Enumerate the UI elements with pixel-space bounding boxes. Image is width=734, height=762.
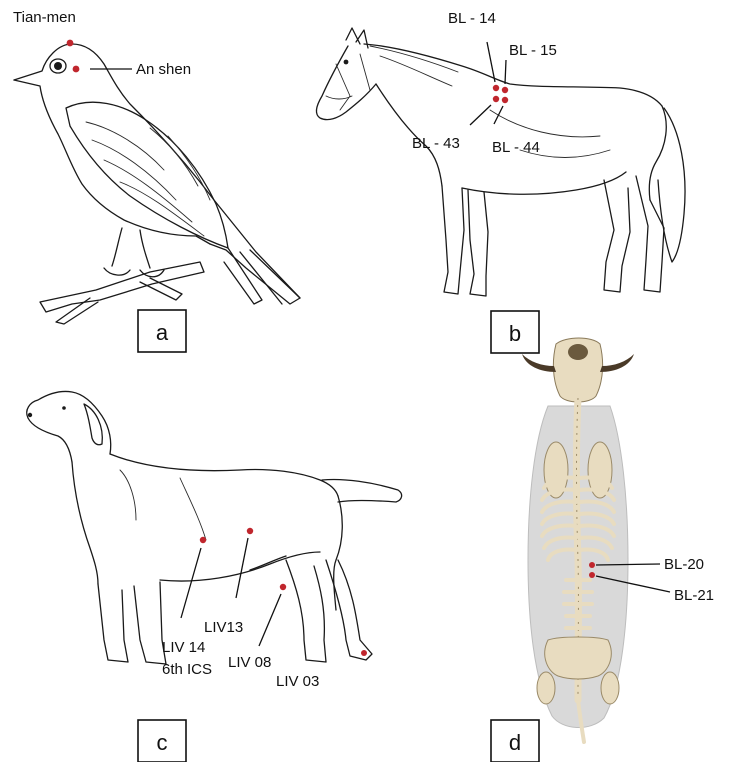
bird-drawing (14, 44, 300, 324)
horse-drawing (316, 28, 685, 296)
panel-d-label: d (509, 730, 521, 755)
panel-b-label-box: b (491, 311, 539, 353)
acupoint-bl-14: BL - 14 (448, 10, 499, 91)
panel-a: Tian-men An shen a (13, 9, 300, 352)
liv-08-leader (259, 594, 281, 646)
acupoint-tian-men: Tian-men (13, 9, 76, 46)
bl-20-point (589, 562, 595, 568)
liv-03-label: LIV 03 (276, 673, 319, 690)
bl-15-label: BL - 15 (509, 42, 557, 59)
liv-14-point (200, 537, 206, 543)
bl-14-label: BL - 14 (448, 10, 496, 27)
bl-15-leader (505, 60, 506, 84)
bl-43-point (493, 96, 499, 102)
liv13-point (247, 528, 253, 534)
liv-14-leader (181, 548, 201, 618)
panel-a-label-box: a (138, 310, 186, 352)
panel-c-label: c (157, 730, 168, 755)
bl-21-label: BL-21 (674, 587, 714, 604)
liv-08-point (280, 584, 286, 590)
bl-44-point (502, 97, 508, 103)
liv-08-label: LIV 08 (228, 654, 271, 671)
bl-43-leader (470, 105, 491, 125)
tian-men-label: Tian-men (13, 9, 76, 26)
acupoint-liv13: LIV13 (204, 528, 253, 636)
bl-15-point (502, 87, 508, 93)
panel-d-label-box: d (491, 720, 539, 762)
liv13-label: LIV13 (204, 619, 243, 636)
liv13-leader (236, 538, 248, 598)
bl-43-label: BL - 43 (412, 135, 460, 152)
acupoint-bl-44: BL - 44 (492, 97, 540, 156)
skeleton-drawing (522, 338, 634, 742)
liv-14-ics-label: 6th ICS (162, 661, 212, 678)
an-shen-label: An shen (136, 61, 191, 78)
tian-men-point (67, 40, 74, 47)
panel-d: BL-20 BL-21 d (491, 338, 714, 762)
panel-a-label: a (156, 320, 169, 345)
panel-b-label: b (509, 321, 521, 346)
acupoint-liv-03: LIV 03 (276, 650, 367, 690)
acupoint-bl-43: BL - 43 (412, 96, 499, 152)
acupoint-liv-14: LIV 14 6th ICS (162, 537, 212, 678)
bl-44-label: BL - 44 (492, 139, 540, 156)
panel-b: BL - 14 BL - 15 BL - 43 BL - 44 b (316, 10, 685, 353)
liv-14-label: LIV 14 (162, 639, 205, 656)
bl-44-leader (494, 106, 503, 124)
bl-20-label: BL-20 (664, 556, 704, 573)
an-shen-point (73, 66, 80, 73)
bl-14-point (493, 85, 499, 91)
bl-21-point (589, 572, 595, 578)
panel-c: LIV 14 6th ICS LIV13 LIV 08 LIV 03 c (27, 391, 402, 762)
liv-03-point (361, 650, 367, 656)
acupoint-an-shen: An shen (73, 61, 191, 78)
panel-c-label-box: c (138, 720, 186, 762)
